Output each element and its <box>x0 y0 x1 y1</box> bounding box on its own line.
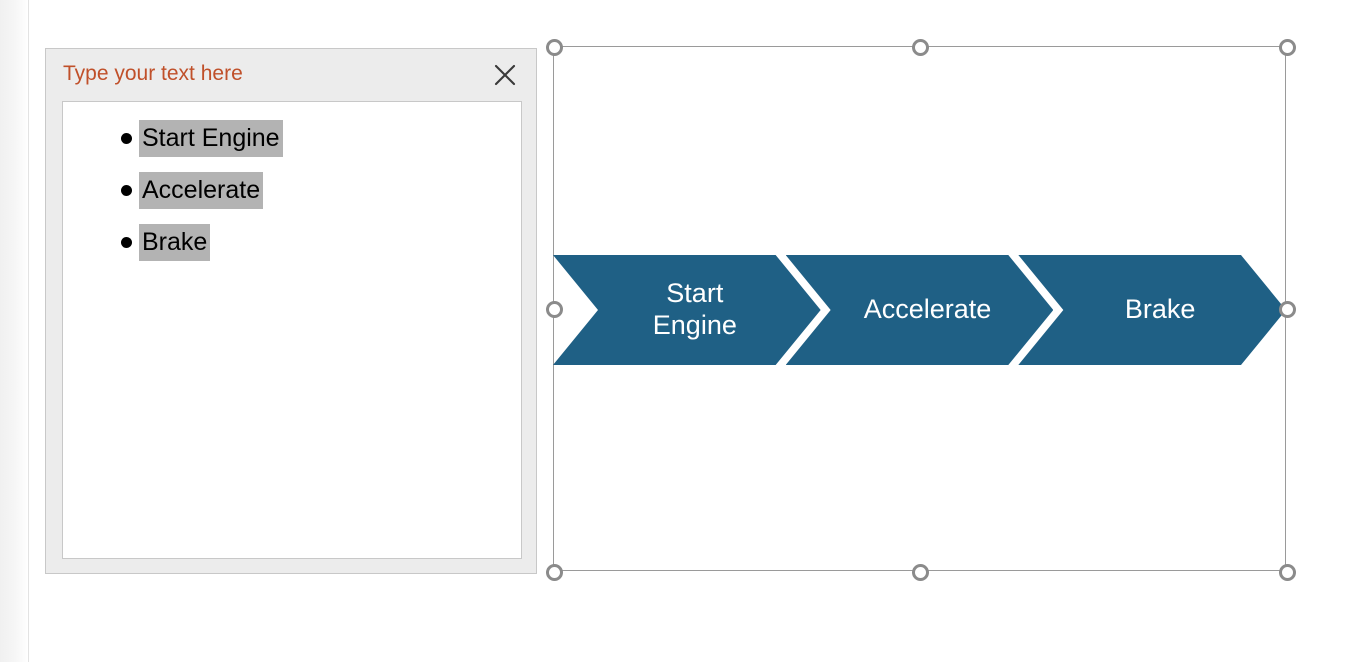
list-item-label[interactable]: Start Engine <box>139 119 283 157</box>
chevron-node-3[interactable]: Brake <box>1018 255 1286 365</box>
handle-top-center[interactable] <box>911 38 929 56</box>
chevron-node-2[interactable]: Accelerate <box>786 255 1054 365</box>
handle-top-left[interactable] <box>545 38 563 56</box>
handle-middle-left[interactable] <box>545 300 563 318</box>
list-item-label[interactable]: Accelerate <box>139 171 264 209</box>
text-pane-header: Type your text here <box>46 49 536 101</box>
handle-middle-right[interactable] <box>1278 300 1296 318</box>
list-item-label[interactable]: Brake <box>139 223 211 261</box>
handle-bottom-center[interactable] <box>911 563 929 581</box>
smartart-chevron-process[interactable]: Start Engine Accelerate Brake <box>553 255 1286 365</box>
handle-bottom-right[interactable] <box>1278 563 1296 581</box>
handle-top-right[interactable] <box>1278 38 1296 56</box>
chevron-node-label: Accelerate <box>863 294 992 325</box>
left-gutter-strip <box>0 0 28 662</box>
smartart-selection-frame[interactable] <box>545 38 1296 581</box>
list-item[interactable]: Brake <box>63 216 521 268</box>
text-pane-title: Type your text here <box>63 62 243 85</box>
bullet-dot-icon <box>121 236 132 248</box>
chevron-node-label: Start Engine <box>652 278 737 340</box>
gutter-divider <box>28 0 29 662</box>
chevron-node-1[interactable]: Start Engine <box>553 255 821 365</box>
chevron-node-label: Brake <box>1124 294 1196 325</box>
list-item[interactable]: Start Engine <box>63 112 521 164</box>
bullet-dot-icon <box>121 132 132 144</box>
handle-bottom-left[interactable] <box>545 563 563 581</box>
bullet-dot-icon <box>121 184 132 196</box>
close-icon[interactable] <box>488 58 522 92</box>
list-item[interactable]: Accelerate <box>63 164 521 216</box>
